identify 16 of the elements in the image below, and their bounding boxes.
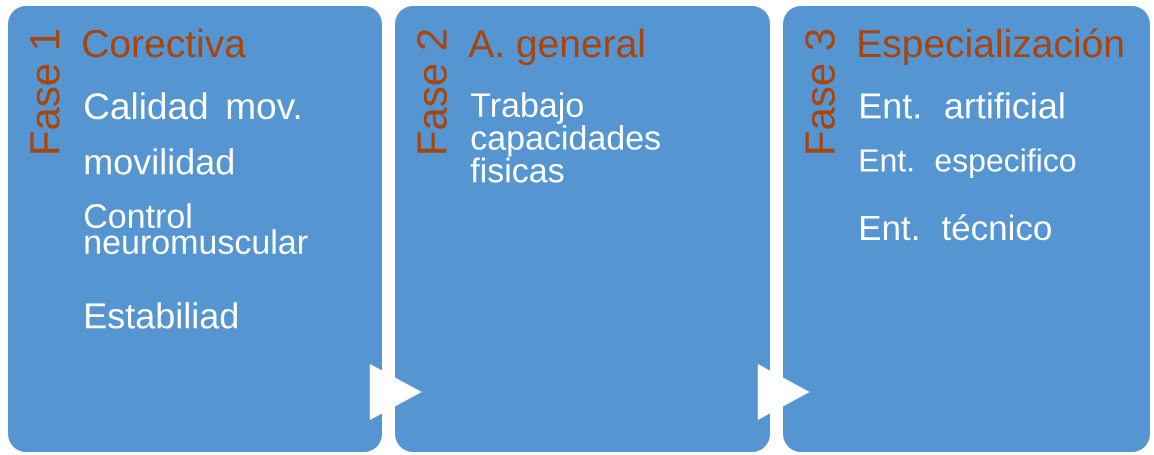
- list-item: Ent. artificial: [861, 92, 1064, 119]
- phase-title: A. general: [468, 28, 644, 66]
- list-item: Trabajo capacidades fisicas: [470, 92, 660, 183]
- list-item: Ent. técnico: [861, 214, 1051, 241]
- phase-title: Corectiva: [83, 28, 246, 58]
- list-item: movilidad: [85, 148, 233, 175]
- phase-label: Fase 2: [417, 29, 447, 153]
- arrow: [369, 364, 422, 420]
- phase-label: Fase 3: [805, 29, 835, 153]
- list-item: Control neuromuscular: [84, 203, 308, 255]
- phase-title: Especialización: [859, 28, 1123, 66]
- list-item: Ent. especifico: [860, 148, 1076, 178]
- phase-label: Fase 1: [30, 29, 60, 153]
- list-item: Estabiliad: [86, 302, 237, 329]
- arrow: [757, 364, 810, 420]
- list-item: Calidad mov.: [85, 92, 300, 120]
